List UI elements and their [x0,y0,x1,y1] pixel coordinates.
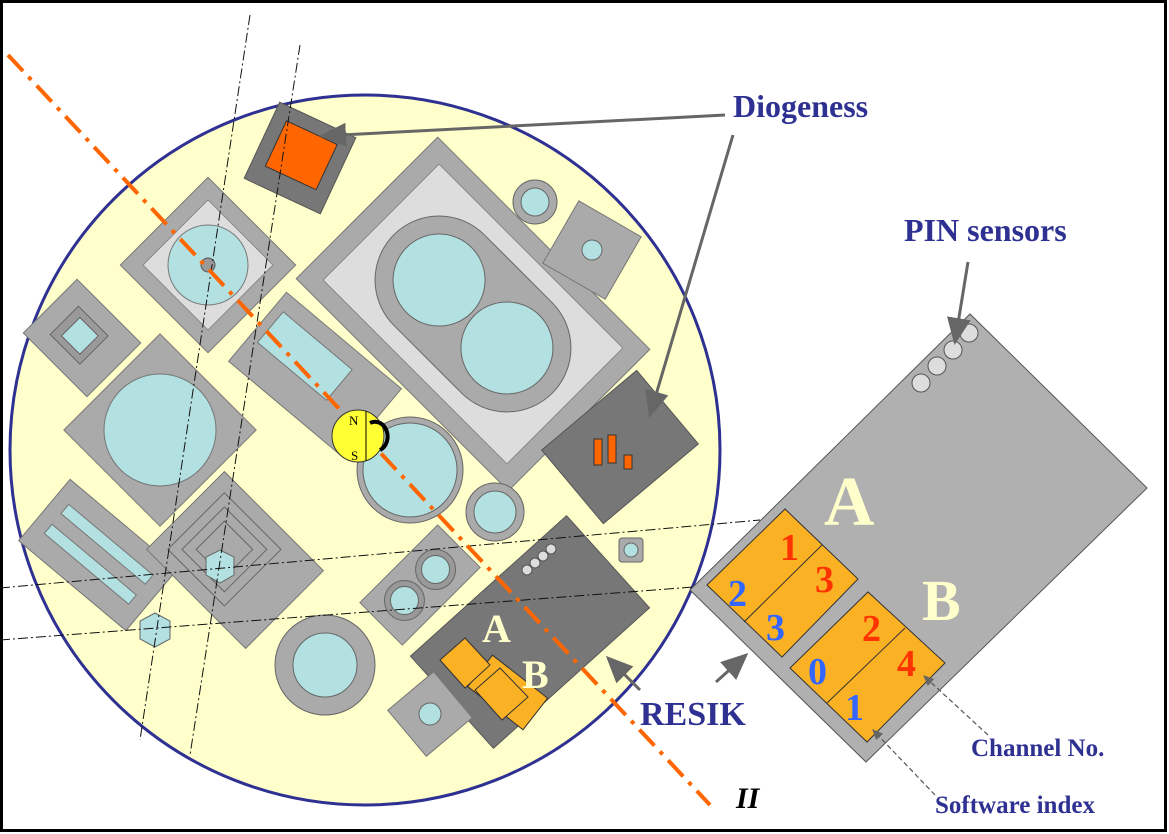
pad-group-b [789,591,946,743]
channel-number: 3 [815,559,834,601]
ring-aperture-window [473,490,517,534]
compass-north-label: N [349,413,359,428]
axis-ii-label: II [735,782,761,815]
pad-group-a [706,508,859,658]
lower-square-sensor [387,671,473,757]
software-index: 2 [728,573,747,615]
software-index: 3 [766,607,785,649]
software-index: 0 [808,651,827,693]
hexagon-sensor [139,612,171,648]
twin-aperture-unit [359,524,481,646]
bar-sensor [17,478,179,632]
resik-small-pads [439,637,529,721]
hexagon-sensor [205,549,235,584]
detail-section-b-label: B [922,568,961,633]
dashed-callouts [872,675,989,796]
small-section-b-label: B [522,652,549,697]
tiny-sensor-window [623,542,639,558]
channel-number: 1 [780,527,799,569]
channel-number: 4 [897,643,916,685]
channel-number: 2 [862,608,881,650]
software-index-label: Software index [935,792,1095,819]
small-section-a-label: A [482,606,511,651]
small-square-sensor [542,200,642,300]
detector-square-1 [119,176,297,354]
left-diamond-detector [63,333,257,527]
resik-detail-panel [689,313,1148,763]
resik-pin-holes [521,543,557,576]
compass-south-label: S [351,448,358,463]
detail-section-a-label: A [824,464,875,541]
pad-divider-a [743,544,823,623]
compass-icon: N S [331,409,390,463]
resik-label: RESIK [640,696,746,733]
pin-sensors-label: PIN sensors [904,212,1067,248]
stacked-sensor [145,470,325,650]
software-index: 1 [845,687,864,729]
small-aperture-window [520,187,550,217]
pad-divider-b [826,627,906,704]
diogeness-label: Diogeness [733,88,868,124]
channel-no-label: Channel No. [971,735,1104,762]
lower-aperture-window [292,632,358,698]
double-aperture-unit [295,136,651,492]
left-small-sensor [22,278,142,398]
callout-arrows [319,113,971,692]
